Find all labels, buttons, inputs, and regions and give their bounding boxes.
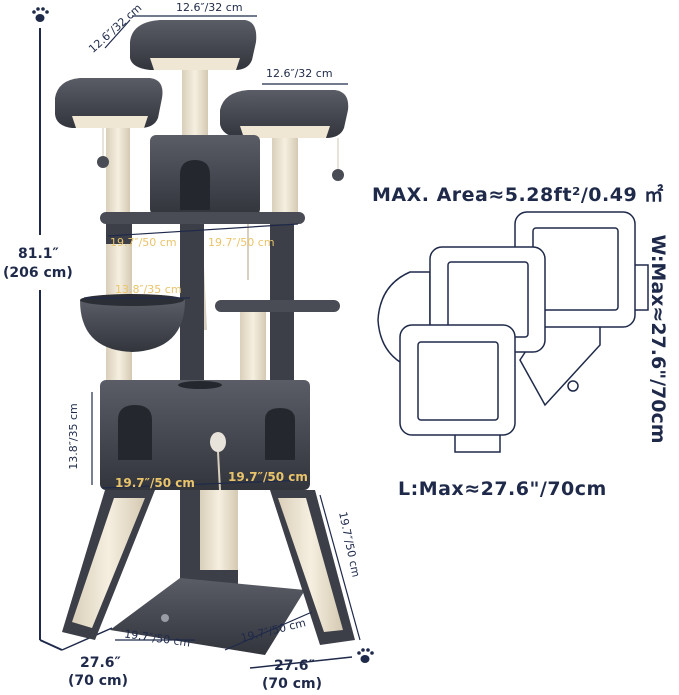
width-max-label: W:Max≈27.6"/70cm bbox=[647, 234, 669, 444]
condo-height-label: 13.8″/35 cm bbox=[66, 403, 80, 470]
footprint-left-cm-label: (70 cm) bbox=[68, 673, 129, 689]
top-platform bbox=[130, 20, 257, 145]
left-ramp bbox=[62, 490, 155, 640]
basket-label: 13.8″/35 cm bbox=[115, 283, 182, 296]
right-platform-width-label: 12.6″/32 cm bbox=[266, 67, 333, 80]
right-high-platform bbox=[220, 90, 349, 215]
condo-right-label: 19.7″/50 cm bbox=[228, 470, 308, 484]
top-platform-width-label: 12.6″/32 cm bbox=[176, 1, 243, 14]
base-board bbox=[110, 578, 305, 655]
length-max-label: L:Max≈27.6"/70cm bbox=[398, 478, 607, 500]
area-footprint-diagram bbox=[377, 211, 649, 453]
lower-condo bbox=[100, 380, 310, 491]
paw-icon-top bbox=[32, 7, 49, 22]
mid-platform-left-label: 19.7″/50 cm bbox=[110, 236, 177, 249]
right-ramp bbox=[270, 490, 355, 645]
side-perch bbox=[215, 300, 340, 312]
footprint-dimension-lines bbox=[61, 627, 353, 669]
footprint-right-cm-label: (70 cm) bbox=[262, 676, 323, 692]
max-area-label: MAX. Area≈5.28ft²/0.49 ㎡ bbox=[372, 184, 664, 206]
mid-platform-right-label: 19.7″/50 cm bbox=[208, 236, 275, 249]
footprint-left-in-label: 27.6″ bbox=[80, 655, 121, 671]
tree-measurement-guides bbox=[84, 15, 361, 651]
upper-condo bbox=[100, 135, 305, 331]
height-dimension-line bbox=[39, 28, 63, 651]
height-cm-label: (206 cm) bbox=[3, 265, 73, 281]
footprint-right-in-label: 27.6″ bbox=[274, 658, 315, 674]
paw-icon-bottom bbox=[357, 648, 374, 663]
condo-left-label: 19.7″/50 cm bbox=[115, 476, 195, 490]
height-in-label: 81.1″ bbox=[18, 246, 59, 262]
hammock-basket bbox=[80, 294, 185, 352]
left-high-platform bbox=[55, 78, 163, 215]
